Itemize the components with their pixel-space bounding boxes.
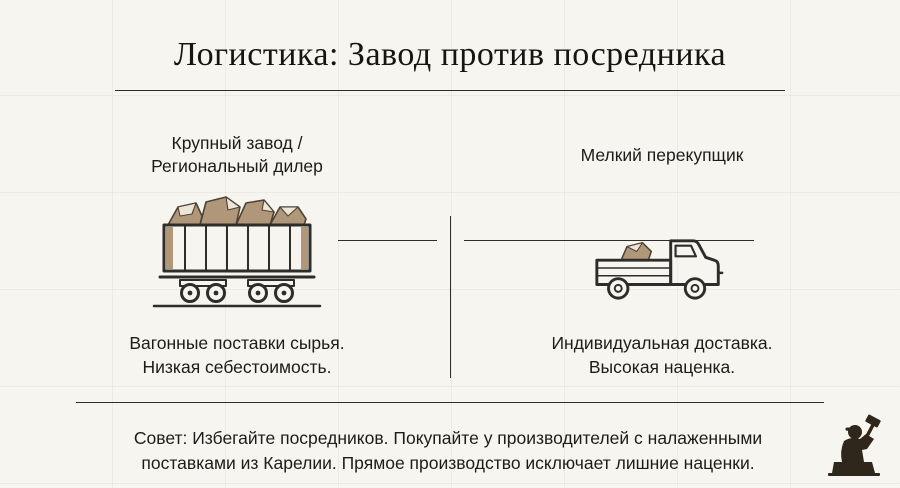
title-divider-line <box>115 90 785 91</box>
left-column-caption: Вагонные поставки сырья. Низкая себестои… <box>62 331 412 379</box>
stonemason-worker-logo <box>822 414 886 485</box>
pickup-truck-with-rock-icon <box>592 224 728 317</box>
page-title: Логистика: Завод против посредника <box>173 36 727 73</box>
right-caption-line1: Индивидуальная доставка. <box>551 333 773 353</box>
footer-divider-line <box>76 402 824 403</box>
horizontal-divider-left <box>338 240 437 241</box>
right-column-heading: Мелкий перекупщик <box>487 144 837 167</box>
horizontal-divider-right <box>464 240 754 241</box>
footer-tip: Совет: Избегайте посредников. Покупайте … <box>48 426 848 476</box>
left-heading-line1: Крупный завод / <box>171 133 303 153</box>
left-column-heading: Крупный завод / Региональный дилер <box>62 132 412 178</box>
right-column-caption: Индивидуальная доставка. Высокая наценка… <box>487 331 837 379</box>
footer-tip-line1: Совет: Избегайте посредников. Покупайте … <box>133 428 763 448</box>
footer-tip-line2: поставками из Карелии. Прямое производст… <box>141 453 755 473</box>
freight-wagon-with-rocks-icon <box>152 194 322 319</box>
left-heading-line2: Региональный дилер <box>151 156 323 176</box>
vertical-divider-line <box>450 216 451 378</box>
right-heading-line1: Мелкий перекупщик <box>580 145 744 165</box>
left-caption-line2: Низкая себестоимость. <box>142 357 332 377</box>
left-caption-line1: Вагонные поставки сырья. <box>129 333 345 353</box>
right-caption-line2: Высокая наценка. <box>588 357 736 377</box>
